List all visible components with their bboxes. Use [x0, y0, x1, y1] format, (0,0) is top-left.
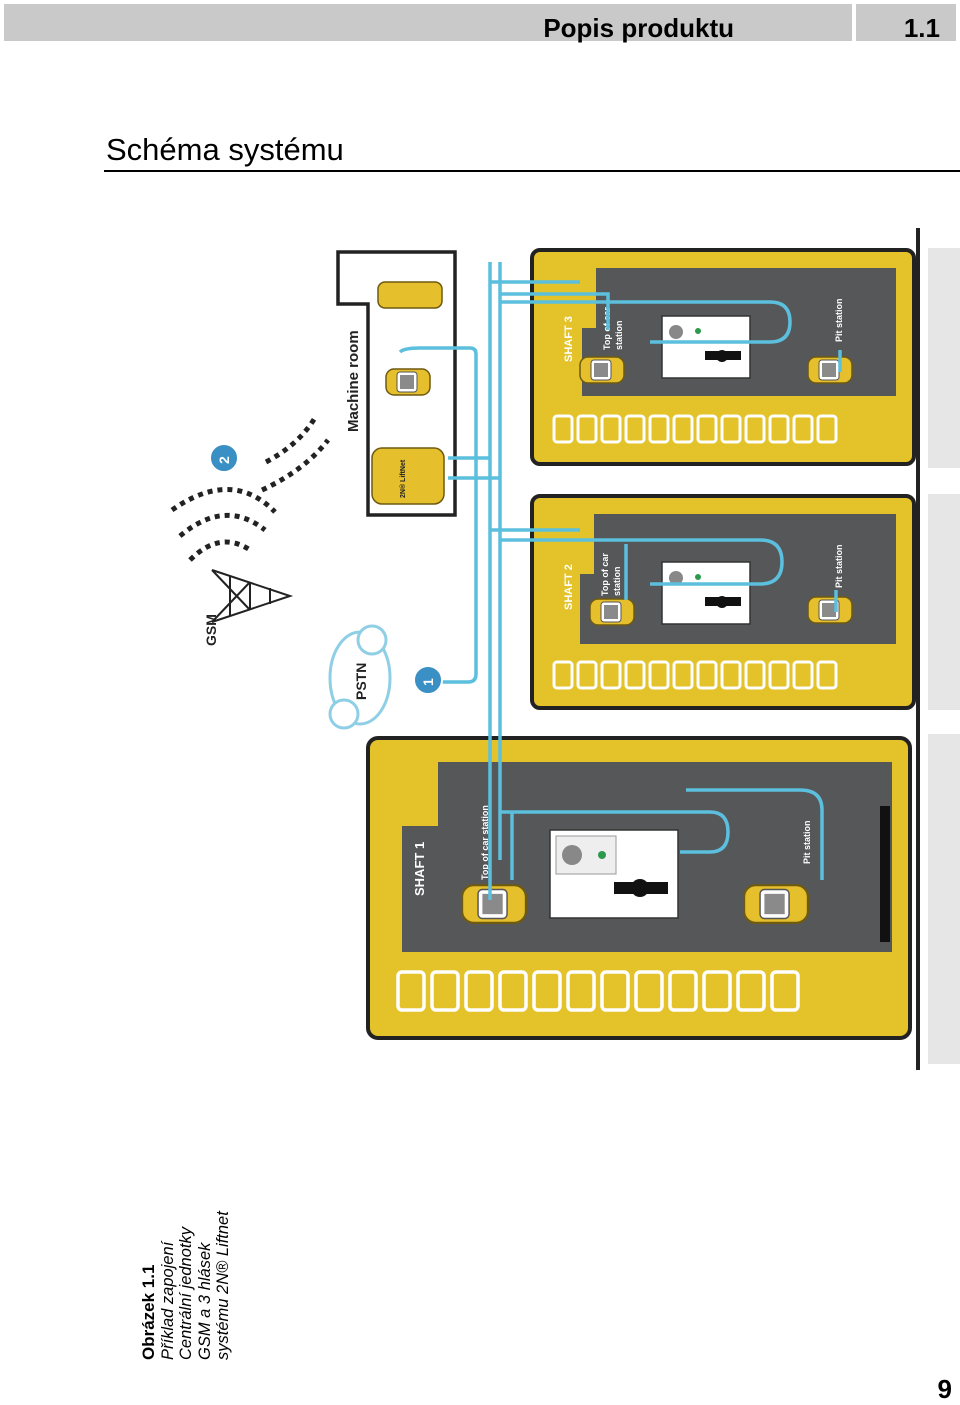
section-title: Popis produktu [543, 13, 734, 43]
gsm-label: GSM [203, 614, 219, 646]
page-number: 9 [937, 1374, 952, 1404]
heading-rule [104, 170, 960, 172]
station-label: station [612, 566, 622, 596]
speaker-icon [669, 571, 683, 585]
pstn-cloud: PSTN [328, 624, 392, 730]
shaft-3-label: SHAFT 3 [563, 316, 575, 362]
section-number-box: 1.1 [856, 4, 956, 43]
pstn-label: PSTN [353, 663, 369, 700]
shaft-3: SHAFT 3 Top of car station Pit station [530, 248, 916, 466]
side-panel [928, 734, 960, 1064]
marker-1-label: 1 [420, 678, 436, 686]
phone-icon [807, 356, 853, 384]
pit-station-label: Pit station [834, 544, 844, 588]
section-number: 1.1 [903, 13, 940, 43]
floor-doors-2 [552, 660, 838, 690]
phone-icon [589, 598, 635, 626]
machine-room-label: Machine room [345, 330, 362, 432]
floor-doors-3 [552, 414, 838, 444]
caption-line: Centrální jednotky [177, 1227, 196, 1360]
header-bar: Popis produktu [4, 4, 852, 43]
speaker-icon [669, 325, 683, 339]
marker-2 [209, 443, 239, 473]
caption-line: Příklad zapojení [158, 1241, 177, 1360]
shaft-1-label: SHAFT 1 [412, 842, 427, 896]
gsm-signal-waves [170, 414, 330, 562]
liftnet-central-unit-icon [371, 447, 445, 505]
side-panel [928, 248, 960, 468]
phone-icon [579, 356, 625, 384]
phone-icon [385, 368, 431, 396]
phone-icon [743, 884, 809, 924]
shaft-1: SHAFT 1 Top of car station Pit station [366, 736, 912, 1040]
caption-line: systému 2N® Liftnet [214, 1211, 233, 1360]
pit-station-label: Pit station [802, 820, 812, 864]
pit-station-label: Pit station [834, 298, 844, 342]
status-led-icon [598, 851, 606, 859]
phone-icon [807, 596, 853, 624]
machine-room: Machine room 2N® LiftNet [336, 250, 457, 517]
top-of-car-station-label: Top of car station [480, 805, 490, 880]
marker-1 [413, 665, 443, 695]
shaft-2: SHAFT 2 Top of car station Pit station [530, 494, 916, 710]
station-label: station [614, 320, 624, 350]
speaker-icon [562, 845, 582, 865]
status-led-icon [695, 328, 701, 334]
shaft-2-label: SHAFT 2 [563, 564, 575, 610]
phone-icon [461, 884, 527, 924]
page-heading: Schéma systému [106, 132, 344, 167]
wiring [398, 262, 842, 900]
top-of-car-label: Top of car [600, 553, 610, 596]
system-diagram: SHAFT 3 Top of car station Pit station S… [170, 228, 960, 1070]
figure-caption: Obrázek 1.1 Příklad zapojení Centrální j… [139, 1211, 233, 1360]
gsm-gateway-icon [377, 281, 443, 309]
marker-2-label: 2 [216, 456, 232, 464]
caption-title: Obrázek 1.1 [139, 1264, 158, 1360]
status-led-icon [695, 574, 701, 580]
side-panel [928, 494, 960, 710]
gsm-tower-icon [211, 569, 294, 623]
caption-line: GSM a 3 hlásek [195, 1242, 214, 1360]
liftnet-label: 2N® LiftNet [399, 459, 407, 498]
floor-doors-1 [396, 970, 800, 1012]
